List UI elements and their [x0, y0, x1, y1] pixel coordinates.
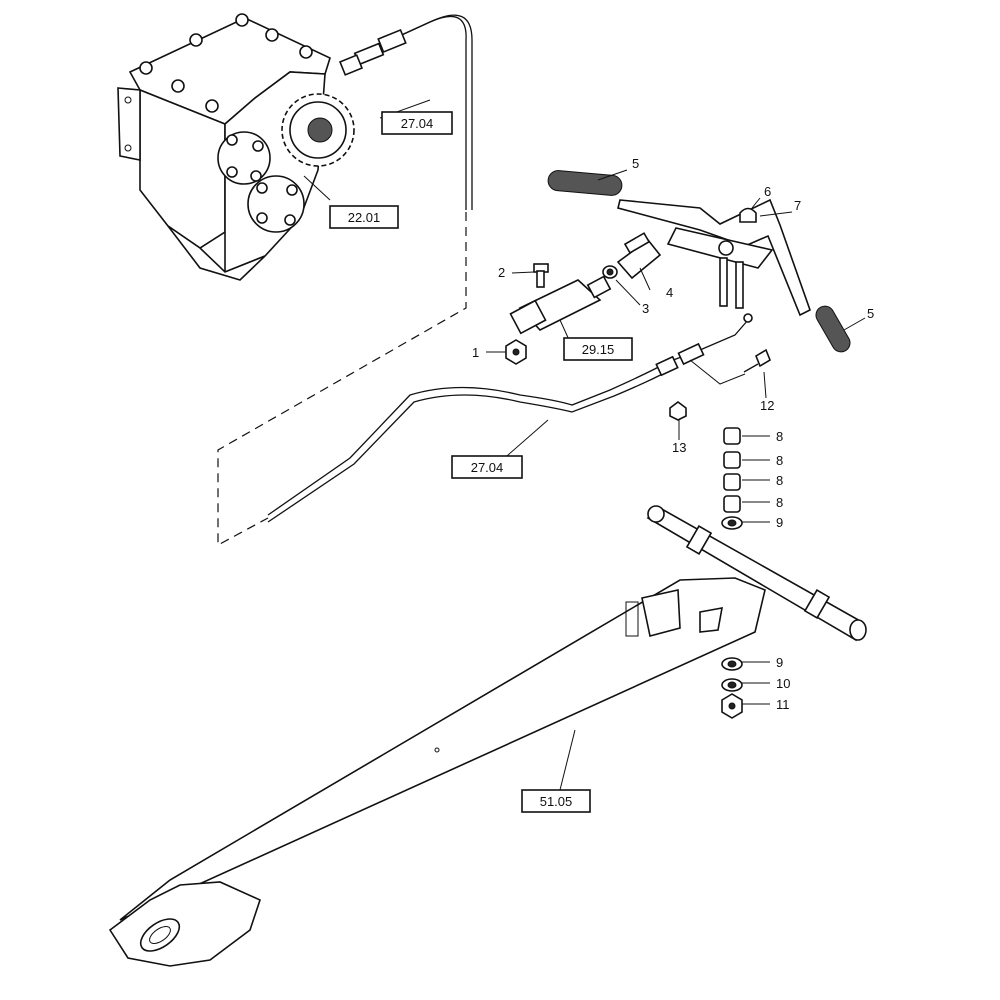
callout-8-bushing-a: 8 [776, 429, 783, 444]
callout-13-nut: 13 [672, 440, 686, 455]
cap-nut [739, 207, 757, 223]
callout-5-grip-right: 5 [867, 306, 874, 321]
callout-7-cap-nut: 7 [794, 198, 801, 213]
callout-3-washer: 3 [642, 301, 649, 316]
control-cable-lower [267, 313, 753, 523]
callout-1-nut: 1 [472, 345, 479, 360]
ref-box-22-01: 22.01 [329, 205, 399, 229]
ref-box-29-15: 29.15 [563, 337, 633, 361]
handle-bar [617, 198, 811, 317]
bolt-2 [533, 263, 549, 288]
callout-5-grip-left: 5 [632, 156, 639, 171]
callout-8-bushing-d: 8 [776, 495, 783, 510]
callout-labels: 5 6 7 2 4 3 5 1 12 13 8 8 8 8 9 9 10 11 [472, 156, 874, 712]
callout-9-washer-top: 9 [776, 515, 783, 530]
callout-12-bolt: 12 [760, 398, 774, 413]
svg-text:51.05: 51.05 [540, 794, 573, 809]
nut-1 [505, 339, 527, 365]
ref-box-27-04-top: 27.04 [381, 111, 453, 135]
callout-9-washer-bottom: 9 [776, 655, 783, 670]
cross-shaft [646, 505, 867, 642]
handle-grip-left [547, 170, 623, 196]
ref-box-51-05: 51.05 [521, 789, 591, 813]
support-arm [108, 577, 766, 967]
callout-4-clevis: 4 [666, 285, 673, 300]
control-cable-upper [338, 14, 473, 210]
leader-lines [303, 99, 866, 791]
cylinder-assembly [509, 275, 612, 335]
bolt-12 [743, 348, 771, 373]
leader-line [689, 359, 746, 385]
callout-6-handle: 6 [764, 184, 771, 199]
washer-3 [602, 265, 618, 279]
handle-grip-right [815, 305, 851, 353]
callout-10-washer: 10 [776, 676, 790, 691]
callout-2-bolt: 2 [498, 265, 505, 280]
callout-8-bushing-c: 8 [776, 473, 783, 488]
svg-text:22.01: 22.01 [348, 210, 381, 225]
callout-11-nut: 11 [776, 697, 790, 712]
clevis-4 [616, 232, 662, 280]
bushing-stack [721, 427, 743, 530]
svg-text:27.04: 27.04 [401, 116, 434, 131]
callout-8-bushing-b: 8 [776, 453, 783, 468]
svg-text:27.04: 27.04 [471, 460, 504, 475]
svg-text:29.15: 29.15 [582, 342, 615, 357]
alignment-line [217, 212, 467, 547]
nut-13 [669, 401, 687, 421]
washer-stack-bottom [721, 657, 743, 719]
ref-box-27-04-mid: 27.04 [451, 455, 523, 479]
gearbox-housing [117, 13, 355, 281]
